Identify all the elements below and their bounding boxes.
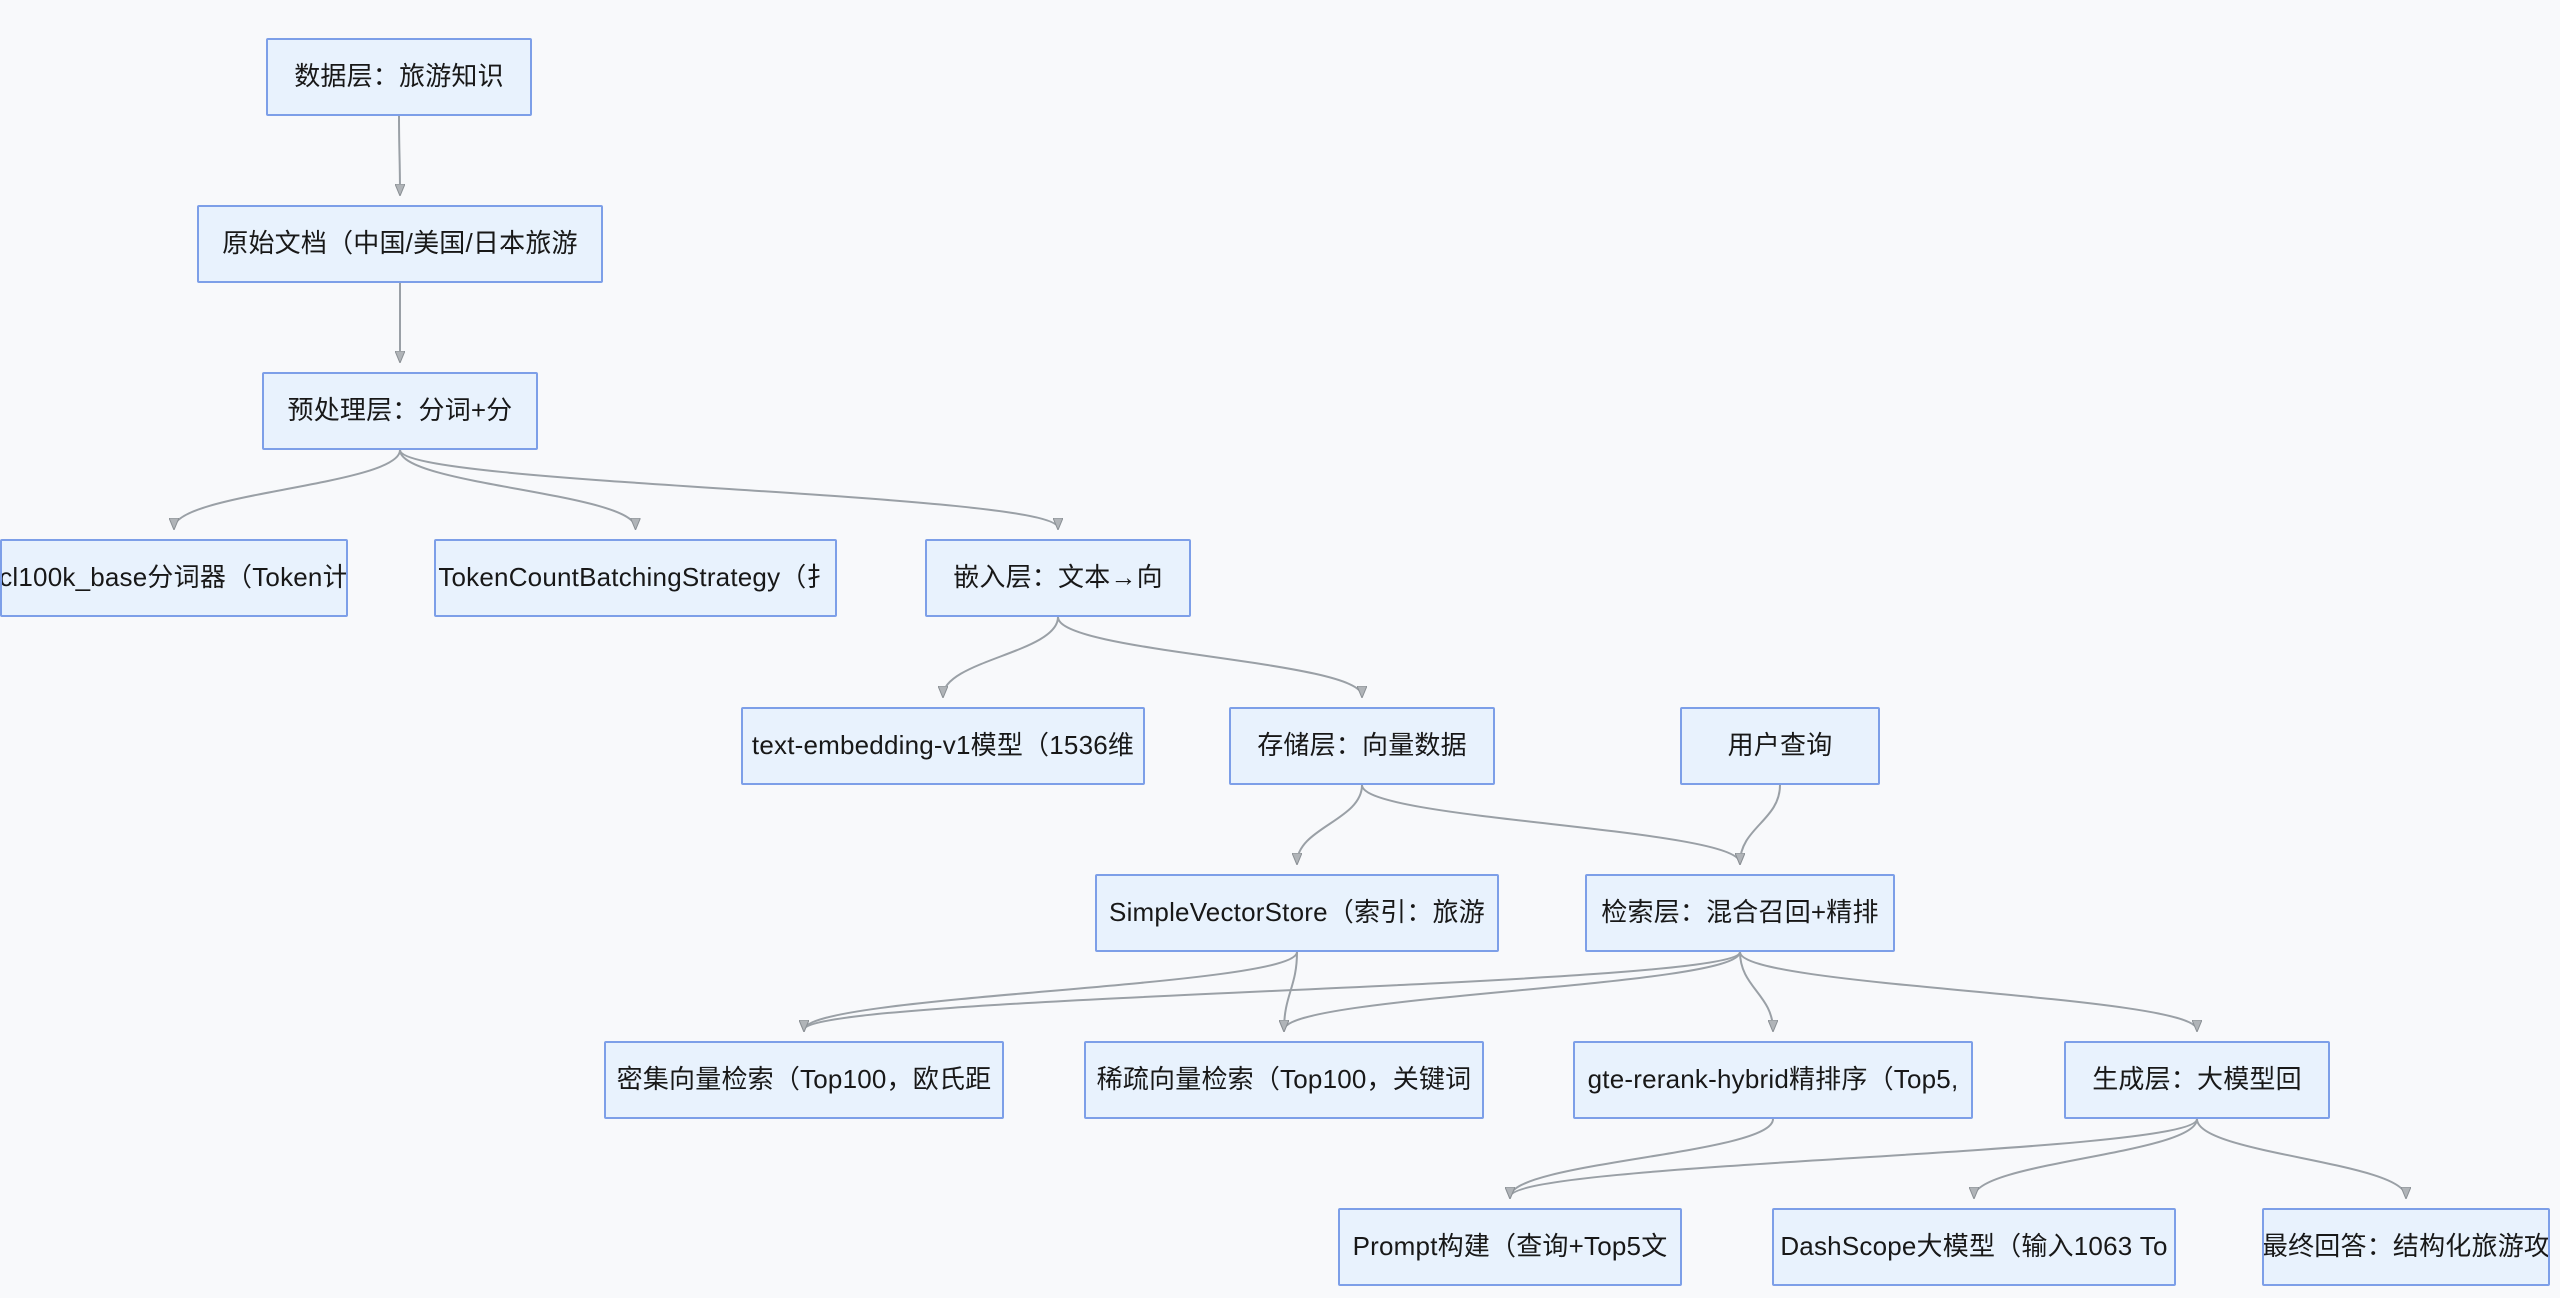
flow-edge-n8-to-n10	[1297, 784, 1363, 863]
flow-edge-n10-to-n13	[1284, 951, 1298, 1030]
flow-edge-n1-to-n2	[399, 115, 400, 194]
flow-node-n3[interactable]: 预处理层：分词+分	[262, 372, 538, 450]
flow-node-label: 稀疏向量检索（Top100，关键词	[1096, 1064, 1472, 1095]
flow-edge-n11-to-n13	[1284, 951, 1741, 1030]
flow-edge-n11-to-n14	[1739, 951, 1773, 1030]
flow-node-label: 预处理层：分词+分	[287, 395, 513, 426]
flow-node-n15[interactable]: 生成层：大模型回	[2064, 1041, 2330, 1119]
flow-edge-n6-to-n7	[943, 616, 1059, 696]
flow-node-label: 数据层：旅游知识	[294, 61, 504, 92]
flow-node-n16[interactable]: Prompt构建（查询+Top5文	[1338, 1208, 1682, 1286]
flow-node-label: 最终回答：结构化旅游攻	[2262, 1231, 2550, 1262]
flow-edge-n3-to-n6	[399, 449, 1058, 528]
flow-node-label: 原始文档（中国/美国/日本旅游	[222, 228, 578, 259]
flow-edge-n15-to-n16	[1510, 1118, 2198, 1197]
flow-node-label: 密集向量检索（Top100，欧氏距	[616, 1064, 992, 1095]
flow-edge-n9-to-n11	[1740, 784, 1781, 863]
flow-node-label: TokenCountBatchingStrategy（扌	[438, 562, 833, 593]
flow-node-label: Prompt构建（查询+Top5文	[1352, 1231, 1668, 1262]
flow-edge-n10-to-n12	[804, 951, 1298, 1030]
flow-node-n17[interactable]: DashScope大模型（输入1063 To	[1772, 1208, 2176, 1286]
flow-edge-n11-to-n12	[804, 951, 1741, 1030]
flow-node-n7[interactable]: text-embedding-v1模型（1536维	[741, 707, 1145, 785]
flow-node-n6[interactable]: 嵌入层：文本→向	[925, 539, 1191, 617]
flow-node-n2[interactable]: 原始文档（中国/美国/日本旅游	[197, 205, 603, 283]
flow-node-n14[interactable]: gte-rerank-hybrid精排序（Top5,	[1573, 1041, 1973, 1119]
flow-node-n10[interactable]: SimpleVectorStore（索引：旅游	[1095, 874, 1499, 952]
flow-edge-n6-to-n8	[1057, 616, 1362, 696]
flow-edge-n11-to-n15	[1739, 951, 2197, 1030]
flow-node-label: SimpleVectorStore（索引：旅游	[1109, 897, 1485, 928]
flow-node-n4[interactable]: cl100k_base分词器（Token计	[0, 539, 348, 617]
flow-node-label: 存储层：向量数据	[1257, 730, 1467, 761]
flow-edge-n3-to-n5	[399, 449, 636, 528]
flow-node-label: 嵌入层：文本→向	[953, 562, 1163, 593]
flow-node-label: cl100k_base分词器（Token计	[0, 562, 348, 593]
flow-node-n12[interactable]: 密集向量检索（Top100，欧氏距	[604, 1041, 1004, 1119]
flow-node-n18[interactable]: 最终回答：结构化旅游攻	[2262, 1208, 2550, 1286]
flow-edge-n3-to-n4	[174, 449, 401, 528]
flow-node-n8[interactable]: 存储层：向量数据	[1229, 707, 1495, 785]
flow-node-n1[interactable]: 数据层：旅游知识	[266, 38, 532, 116]
flow-node-label: gte-rerank-hybrid精排序（Top5,	[1587, 1064, 1959, 1095]
flow-node-label: text-embedding-v1模型（1536维	[751, 730, 1135, 761]
flow-edge-n8-to-n11	[1361, 784, 1740, 863]
flow-edge-n15-to-n18	[2196, 1118, 2406, 1197]
flow-node-n13[interactable]: 稀疏向量检索（Top100，关键词	[1084, 1041, 1484, 1119]
flow-node-label: 生成层：大模型回	[2092, 1064, 2302, 1095]
flow-edge-n14-to-n16	[1510, 1118, 1774, 1197]
flow-node-label: 用户查询	[1727, 730, 1833, 761]
flow-node-n9[interactable]: 用户查询	[1680, 707, 1880, 785]
flow-node-label: 检索层：混合召回+精排	[1601, 897, 1879, 928]
flow-edge-n15-to-n17	[1974, 1118, 2198, 1197]
flow-node-label: DashScope大模型（输入1063 To	[1780, 1231, 2168, 1262]
flow-node-n5[interactable]: TokenCountBatchingStrategy（扌	[434, 539, 837, 617]
flow-node-n11[interactable]: 检索层：混合召回+精排	[1585, 874, 1895, 952]
